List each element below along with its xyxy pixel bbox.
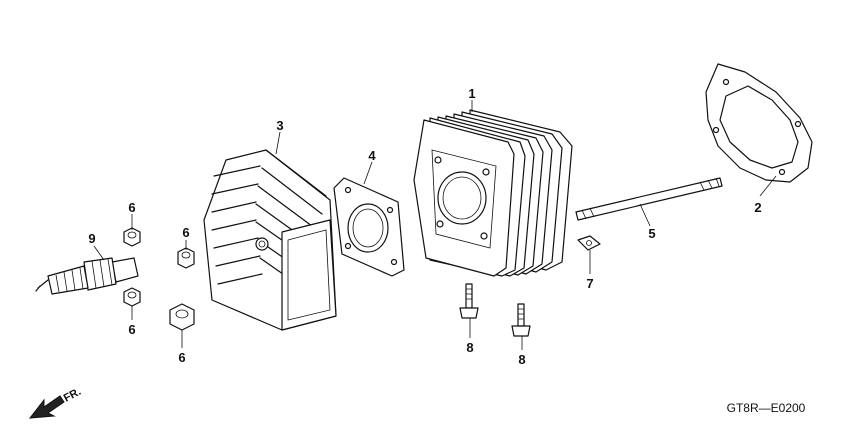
spark-plug-part bbox=[35, 257, 139, 295]
stud-bolt-part bbox=[575, 177, 723, 221]
cylinder-part bbox=[413, 109, 573, 277]
head-gasket-part bbox=[333, 177, 405, 277]
callout-7: 7 bbox=[586, 276, 593, 291]
nut-part-b bbox=[177, 247, 195, 269]
callout-6-lower-left: 6 bbox=[128, 322, 135, 337]
callout-4: 4 bbox=[368, 148, 376, 163]
callout-8-left: 8 bbox=[466, 340, 473, 355]
callout-6-upper-right: 6 bbox=[182, 225, 189, 240]
front-arrow-icon bbox=[28, 395, 65, 419]
nut-part-c bbox=[123, 287, 141, 307]
square-nut-part bbox=[577, 235, 601, 251]
callout-3: 3 bbox=[276, 118, 283, 133]
callout-6-lower-right: 6 bbox=[178, 350, 185, 365]
base-gasket-part bbox=[705, 63, 813, 183]
front-direction-indicator: FR. bbox=[28, 386, 83, 419]
callout-1: 1 bbox=[468, 86, 475, 101]
drawing-code: GT8R—E0200 bbox=[727, 401, 806, 415]
nut-part-a bbox=[123, 227, 141, 247]
bolt-part-left bbox=[459, 283, 479, 319]
cylinder-head-part bbox=[203, 149, 337, 331]
leader-lines bbox=[93, 100, 777, 350]
callout-9: 9 bbox=[88, 231, 95, 246]
callout-2: 2 bbox=[754, 200, 761, 215]
nut-part-d bbox=[169, 303, 195, 331]
callout-8-right: 8 bbox=[518, 352, 525, 367]
front-direction-label: FR. bbox=[62, 386, 83, 405]
callout-5: 5 bbox=[648, 226, 655, 241]
bolt-part-right bbox=[511, 303, 531, 337]
callout-6-upper-left: 6 bbox=[128, 200, 135, 215]
